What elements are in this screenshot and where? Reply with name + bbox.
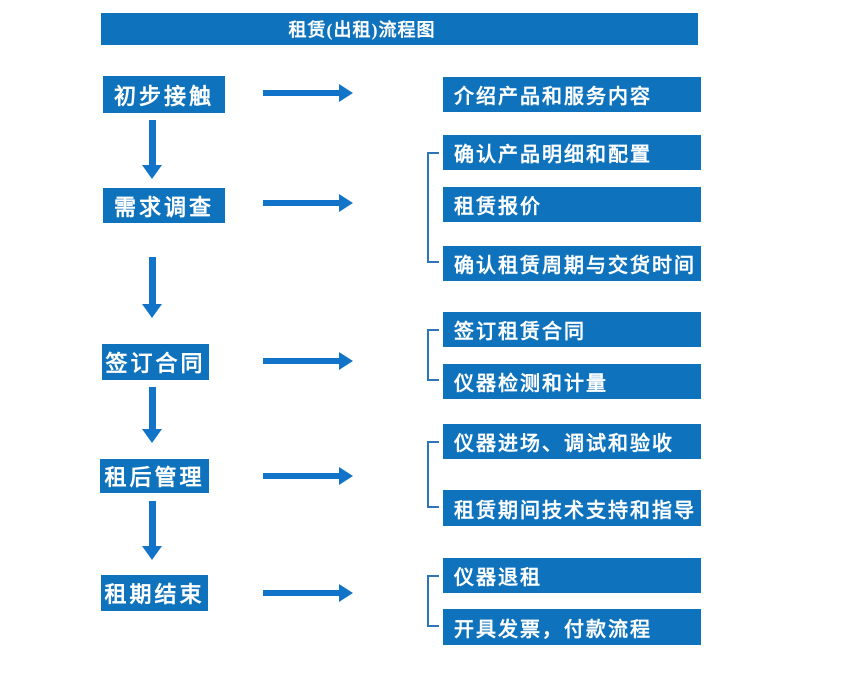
right-arrow-icon: [263, 584, 353, 602]
detail-box-instrument-return: 仪器退租: [443, 558, 701, 593]
arrow-head: [142, 165, 162, 179]
arrow-head: [339, 352, 353, 370]
arrow-shaft: [148, 501, 156, 546]
detail-box-invoice-payment: 开具发票，付款流程: [443, 609, 701, 645]
flowchart-title: 租赁(出租)流程图: [101, 13, 698, 45]
step-box-sign-contract: 签订合同: [102, 344, 209, 380]
down-arrow-icon: [142, 387, 162, 443]
detail-box-confirm-delivery: 确认租赁周期与交货时间: [443, 246, 701, 281]
step-box-initial-contact: 初步接触: [103, 76, 225, 113]
right-arrow-icon: [263, 352, 353, 370]
arrow-head: [339, 84, 353, 102]
arrow-shaft: [148, 120, 156, 165]
arrow-shaft: [263, 358, 339, 364]
bracket-connector: [427, 575, 439, 627]
arrow-shaft: [148, 387, 156, 429]
detail-box-rental-quote: 租赁报价: [443, 187, 701, 222]
bracket-connector: [427, 441, 439, 508]
arrow-head: [142, 546, 162, 560]
right-arrow-icon: [263, 194, 353, 212]
arrow-shaft: [263, 590, 339, 596]
detail-box-instrument-testing: 仪器检测和计量: [443, 364, 701, 399]
bracket-connector: [427, 329, 439, 381]
detail-box-intro-products: 介绍产品和服务内容: [443, 77, 701, 112]
step-box-rental-end: 租期结束: [101, 575, 208, 611]
arrow-head: [339, 584, 353, 602]
step-box-demand-survey: 需求调查: [103, 188, 225, 223]
right-arrow-icon: [263, 467, 353, 485]
arrow-shaft: [263, 90, 339, 96]
detail-box-tech-support: 租赁期间技术支持和指导: [443, 490, 701, 526]
right-arrow-icon: [263, 84, 353, 102]
arrow-head: [142, 304, 162, 318]
detail-box-confirm-config: 确认产品明细和配置: [443, 135, 701, 170]
detail-box-instrument-setup: 仪器进场、调试和验收: [443, 424, 701, 459]
down-arrow-icon: [142, 257, 162, 318]
step-box-post-rental-management: 租后管理: [100, 459, 209, 493]
arrow-head: [339, 194, 353, 212]
down-arrow-icon: [142, 120, 162, 179]
detail-box-sign-rental-contract: 签订租赁合同: [443, 312, 701, 347]
arrow-shaft: [263, 200, 339, 206]
arrow-shaft: [263, 473, 339, 479]
arrow-shaft: [148, 257, 156, 304]
arrow-head: [142, 429, 162, 443]
arrow-head: [339, 467, 353, 485]
bracket-connector: [427, 152, 439, 263]
down-arrow-icon: [142, 501, 162, 560]
